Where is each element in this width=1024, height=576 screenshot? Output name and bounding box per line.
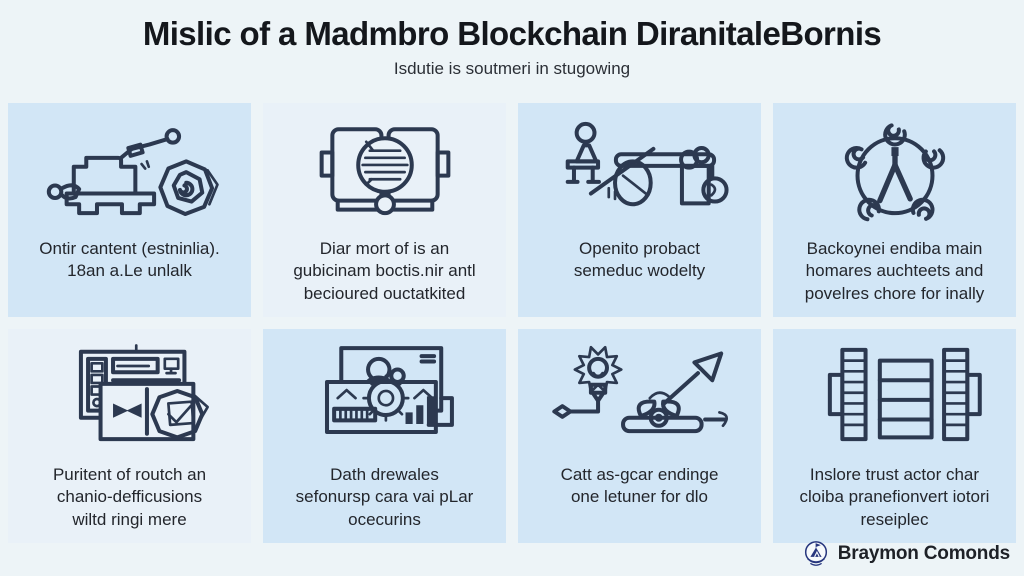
- icon-area: [797, 115, 993, 231]
- card-network-compass: Backoynei endiba main homares auchteets …: [773, 103, 1016, 317]
- page-subtitle: Isdutie is soutmeri in stugowing: [393, 59, 631, 78]
- card-block-columns: Inslore trust actor char cloiba pranefio…: [773, 329, 1016, 543]
- icon-area: [797, 341, 993, 457]
- icon-area: [32, 341, 228, 457]
- icon-area: [542, 341, 738, 457]
- card-caption: Catt as-gcar endinge one letuner for dlo: [560, 465, 719, 507]
- lightbulb-growth-arrow-icon: [551, 345, 728, 434]
- network-nodes-compass-icon: [797, 115, 993, 231]
- icon-area: [287, 341, 483, 457]
- block-columns-icon: [827, 347, 982, 442]
- card-robotic-machine: Ontir cantent (estninlia). 18an a.Le unl…: [8, 103, 251, 317]
- icon-area: [32, 115, 228, 231]
- layered-panels-checklist-icon: [78, 344, 209, 442]
- card-caption: Openito probact semeduc wodelty: [573, 239, 706, 281]
- card-idea-arrow: Catt as-gcar endinge one letuner for dlo: [518, 329, 761, 543]
- braymon-emblem-icon: [804, 541, 827, 566]
- dashboard-gear-chart-icon: [324, 346, 454, 435]
- card-dashboard-gear: Dath drewales sefonursp cara vai pLar oc…: [263, 329, 506, 543]
- card-person-pulley: Openito probact semeduc wodelty: [518, 103, 761, 317]
- card-caption: Diar mort of is an gubicinam boctis.nir …: [293, 239, 476, 303]
- card-caption: Dath drewales sefonursp cara vai pLar oc…: [295, 465, 474, 529]
- header: Mislic of a Madmbro Blockchain Diranital…: [0, 0, 1024, 79]
- page-title: Mislic of a Madmbro Blockchain Diranital…: [142, 15, 882, 52]
- card-book-magnifier: Diar mort of is an gubicinam boctis.nir …: [263, 103, 506, 317]
- person-ramp-pulley-icon: [565, 121, 729, 207]
- brand-name: Braymon Comonds: [837, 543, 1010, 564]
- open-book-magnifier-icon: [319, 127, 450, 216]
- card-caption: Backoynei endiba main homares auchteets …: [804, 239, 985, 303]
- card-caption: Puritent of routch an chanio-defficusion…: [52, 465, 207, 529]
- robotic-arm-machine-icon: [46, 128, 219, 217]
- brand-footer: Braymon Comonds: [801, 539, 1010, 569]
- icon-area: [287, 115, 483, 231]
- card-layered-panels: Puritent of routch an chanio-defficusion…: [8, 329, 251, 543]
- card-caption: Inslore trust actor char cloiba pranefio…: [799, 465, 990, 529]
- card-grid: Ontir cantent (estninlia). 18an a.Le unl…: [8, 103, 1016, 543]
- card-caption: Ontir cantent (estninlia). 18an a.Le unl…: [39, 239, 220, 281]
- icon-area: [542, 115, 738, 231]
